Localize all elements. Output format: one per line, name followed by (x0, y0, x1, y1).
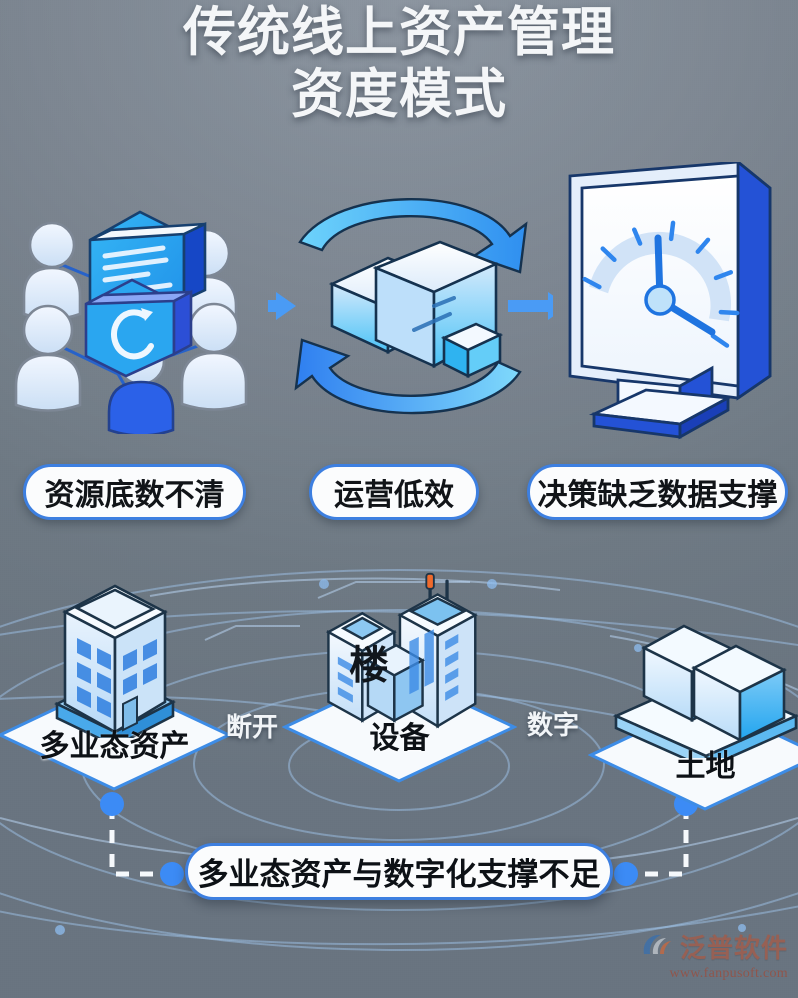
pain-point-pill-1[interactable]: 运营低效 (309, 464, 479, 520)
watermark: 泛普软件 www.fanpusoft.com (618, 928, 788, 984)
title-line-2: 资度模式 (291, 65, 507, 124)
building-glyph: 楼 (349, 644, 389, 688)
watermark-name: 泛普软件 (679, 933, 788, 963)
land-blocks-icon (612, 624, 798, 758)
boxes-cycle-icon (268, 198, 553, 415)
pain-point-pill-2[interactable]: 决策缺乏数据支撑 (527, 464, 788, 520)
pain-point-label: 资源底数不清 (44, 479, 225, 512)
summary-banner[interactable]: 多业态资产与数字化支撑不足 (185, 843, 613, 900)
pain-point-label: 运营低效 (334, 479, 454, 512)
pain-point-pill-0[interactable]: 资源底数不清 (23, 464, 246, 520)
fanpu-logo-icon (643, 934, 671, 954)
title-line-1: 传统线上资产管理 (183, 3, 615, 62)
asset-node-label: 多业态资产 (39, 730, 190, 763)
pain-point-label: 决策缺乏数据支撑 (537, 479, 778, 512)
monitor-gauge-icon (568, 162, 772, 440)
connector-word-0: 断开 (226, 712, 279, 742)
asset-node-label: 土地 (675, 750, 736, 783)
asset-node-land[interactable]: 土地 (588, 598, 798, 813)
connector-word-1: 数字 (527, 710, 580, 740)
people-network-icon (14, 210, 248, 434)
office-building-icon (54, 584, 176, 738)
page-title: 传统线上资产管理资度模式 (0, 2, 798, 126)
asset-node-equipment[interactable]: 楼 设备 (282, 570, 517, 785)
city-buildings-icon: 楼 (325, 572, 478, 729)
asset-node-label: 设备 (369, 722, 430, 755)
asset-node-multi-format[interactable]: 多业态资产 (0, 578, 232, 793)
watermark-url: www.fanpusoft.com (669, 966, 788, 981)
summary-banner-label: 多业态资产与数字化支撑不足 (197, 857, 601, 892)
